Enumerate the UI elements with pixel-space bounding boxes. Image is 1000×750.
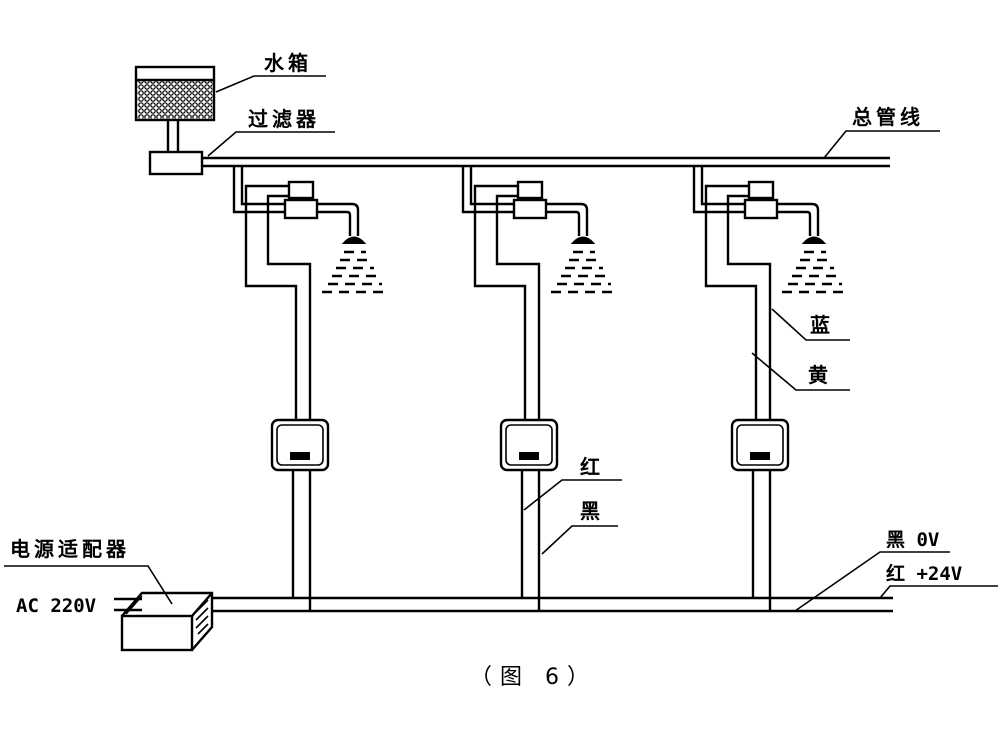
solenoid-coil: [287, 180, 315, 200]
sensor-indicator: [519, 452, 539, 460]
power-bus: [198, 596, 893, 613]
red-wire-leader: [523, 479, 622, 511]
red-bus-leader: [879, 585, 998, 599]
branch-pipe: [692, 166, 745, 214]
sensor-indicator: [750, 452, 770, 460]
wire-yellow: [704, 184, 758, 420]
outlet-pipe: [317, 202, 360, 236]
wire-blue: [495, 194, 541, 420]
main-pipe: [202, 156, 890, 168]
black-wire-leader: [541, 525, 618, 555]
yellow-wire-leader: [751, 352, 850, 391]
label-wire-yellow: 黄: [808, 363, 832, 387]
sensor-window: [736, 424, 784, 466]
water-spray: [782, 250, 846, 294]
solenoid-valve: [512, 198, 548, 220]
shower-unit: [461, 166, 615, 611]
label-main-pipe: 总管线: [852, 105, 924, 129]
sensor-indicator: [290, 452, 310, 460]
outlet-pipe: [777, 202, 820, 236]
label-water-tank: 水箱: [264, 51, 312, 75]
label-bus-black: 黑 0V: [886, 529, 939, 551]
shower-unit: [692, 166, 846, 611]
black-bus-leader: [794, 551, 950, 612]
solenoid-coil: [747, 180, 775, 200]
figure-caption: （图 6）: [470, 665, 597, 690]
label-ac-input: AC 220V: [16, 595, 96, 617]
shower-unit: [232, 166, 386, 611]
label-bus-red: 红 +24V: [886, 562, 962, 585]
wire-yellow: [244, 184, 298, 420]
solenoid-valve: [743, 198, 779, 220]
label-filter: 过滤器: [248, 107, 320, 131]
infrared-sensor: [270, 418, 330, 472]
water-tank-leader: [215, 75, 326, 93]
shower-head: [801, 236, 827, 244]
outlet-pipe: [546, 202, 589, 236]
blue-wire-leader: [771, 308, 850, 341]
infrared-sensor: [499, 418, 559, 472]
sensor-window: [505, 424, 553, 466]
wire-yellow: [473, 184, 527, 420]
shower-head: [570, 236, 596, 244]
main-pipe-leader: [823, 130, 940, 159]
infrared-sensor: [730, 418, 790, 472]
water-spray: [551, 250, 615, 294]
wire-blue: [726, 194, 772, 420]
water-tank: [134, 65, 216, 152]
label-power-adapter: 电源适配器: [10, 537, 130, 561]
shower-head: [341, 236, 367, 244]
solenoid-valve: [283, 198, 319, 220]
label-wire-blue: 蓝: [810, 313, 834, 337]
power-adapter: [120, 591, 214, 652]
branch-pipe: [232, 166, 285, 214]
branch-pipe: [461, 166, 514, 214]
water-spray: [322, 250, 386, 294]
filter-leader: [207, 131, 335, 157]
solenoid-coil: [516, 180, 544, 200]
filter: [148, 150, 204, 176]
label-wire-red: 红: [580, 455, 604, 479]
sensor-window: [276, 424, 324, 466]
power-adapter-leader: [4, 565, 173, 605]
wire-blue: [266, 194, 312, 420]
label-wire-black: 黑: [580, 499, 604, 523]
ac-input-wires: [114, 595, 143, 615]
